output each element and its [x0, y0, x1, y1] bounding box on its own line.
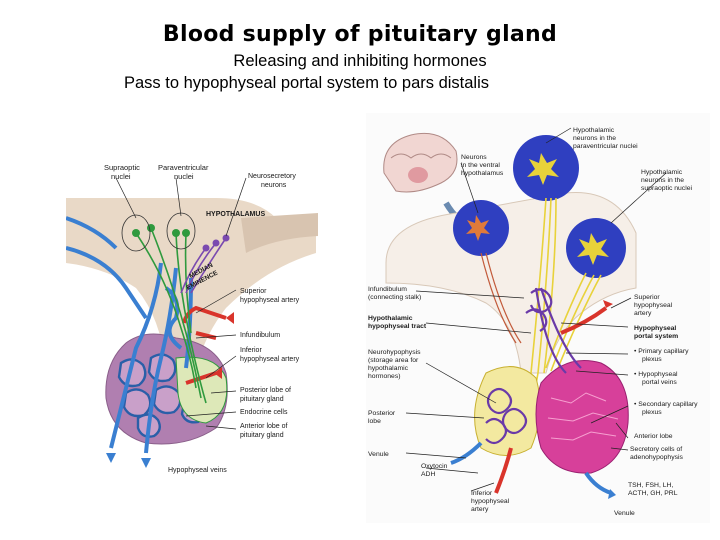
label-venule-left: Venule — [368, 451, 389, 458]
label-anterior-lobe: Anterior lobe — [634, 433, 673, 440]
label-hormones: TSH, FSH, LH,ACTH, GH, PRL — [628, 482, 678, 497]
posterior-lobe-shape — [474, 366, 541, 456]
label-endocrine-cells: Endocrine cells — [240, 409, 288, 416]
neurosecretory-axons — [135, 227, 207, 404]
subtitle-line-1: Releasing and inhibiting hormones — [233, 52, 487, 70]
ventral-neuron-axons — [480, 252, 522, 344]
nuclei-neurons — [466, 153, 609, 265]
subtitle-line-2: Pass to hypophyseal portal system to par… — [124, 74, 490, 92]
label-hypothalamus: HYPOTHALAMUS — [206, 211, 265, 218]
label-hypophyseal-veins: Hypophyseal veins — [168, 467, 227, 474]
anterior-lobe-shape — [535, 360, 629, 474]
venule-vessels — [450, 441, 612, 495]
label-infundibulum: Infundibulum — [240, 332, 280, 339]
artery-vessels — [494, 306, 608, 494]
slide-title: Blood supply of pituitary gland — [162, 22, 558, 47]
brain-thumbnail — [383, 132, 458, 193]
label-infundibulum: Infundibulum(connecting stalk) — [368, 286, 421, 301]
leader-lines — [405, 127, 667, 492]
vein-outflow-arrows — [106, 453, 151, 468]
neuron-cell-bodies — [132, 224, 190, 237]
purple-neurons — [180, 237, 227, 294]
infundibulum-vessels — [66, 216, 193, 454]
label-venule-bottom: Venule — [614, 510, 635, 517]
portal-vessels — [525, 287, 582, 374]
leader-lines — [115, 177, 247, 430]
